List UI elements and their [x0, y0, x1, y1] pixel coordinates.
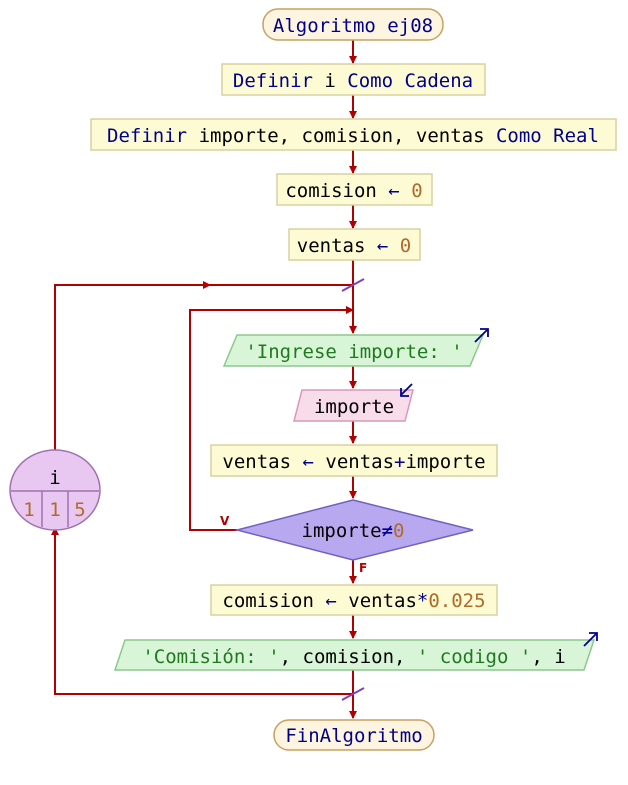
output-arrow-icon [474, 328, 489, 343]
start-terminal: Algoritmo ej08 [262, 8, 444, 41]
init-ventas-process: ventas ← 0 [288, 228, 421, 261]
init-comision-process: comision ← 0 [276, 173, 433, 206]
accumulate-text: ventas ← ventas+importe [222, 451, 485, 473]
condition-text: importe≠0 [302, 520, 405, 542]
loop-variable: i [49, 467, 60, 489]
output-result-text: 'Comisión: ', comision, ' codigo ', i [142, 646, 565, 668]
output-result-node: 'Comisión: ', comision, ' codigo ', i [113, 632, 598, 671]
define-i-text: Definir i Como Cadena [233, 70, 473, 92]
output-arrow-icon [583, 632, 598, 647]
define-vars-process: Definir importe, comision, ventas Como R… [90, 118, 617, 151]
connectors [51, 40, 365, 719]
output-prompt-node: 'Ingrese importe: ' [222, 328, 489, 367]
loop-start: 1 [23, 499, 34, 521]
init-ventas-text: ventas ← 0 [297, 235, 411, 257]
compute-comision-process: comision ← ventas*0.025 [210, 584, 498, 616]
output-prompt-text: 'Ingrese importe: ' [245, 341, 462, 363]
condition-decision: importe≠0 V F [220, 499, 474, 575]
for-loop-node: i 1 1 5 [9, 449, 101, 531]
algorithm-title: Algoritmo ej08 [273, 15, 433, 37]
input-arrow-icon [400, 383, 413, 397]
init-comision-text: comision ← 0 [285, 180, 422, 202]
define-vars-text: Definir importe, comision, ventas Como R… [107, 125, 599, 147]
input-importe-node: importe [293, 383, 414, 422]
true-branch-label: V [220, 514, 230, 528]
input-importe-text: importe [314, 396, 394, 418]
false-branch-label: F [359, 561, 367, 575]
end-text: FinAlgoritmo [285, 725, 422, 747]
accumulate-process: ventas ← ventas+importe [210, 444, 498, 477]
compute-comision-text: comision ← ventas*0.025 [222, 590, 485, 612]
loop-end: 5 [74, 499, 85, 521]
loop-step: 1 [49, 499, 60, 521]
end-terminal: FinAlgoritmo [273, 719, 435, 751]
define-i-process: Definir i Como Cadena [221, 63, 486, 96]
